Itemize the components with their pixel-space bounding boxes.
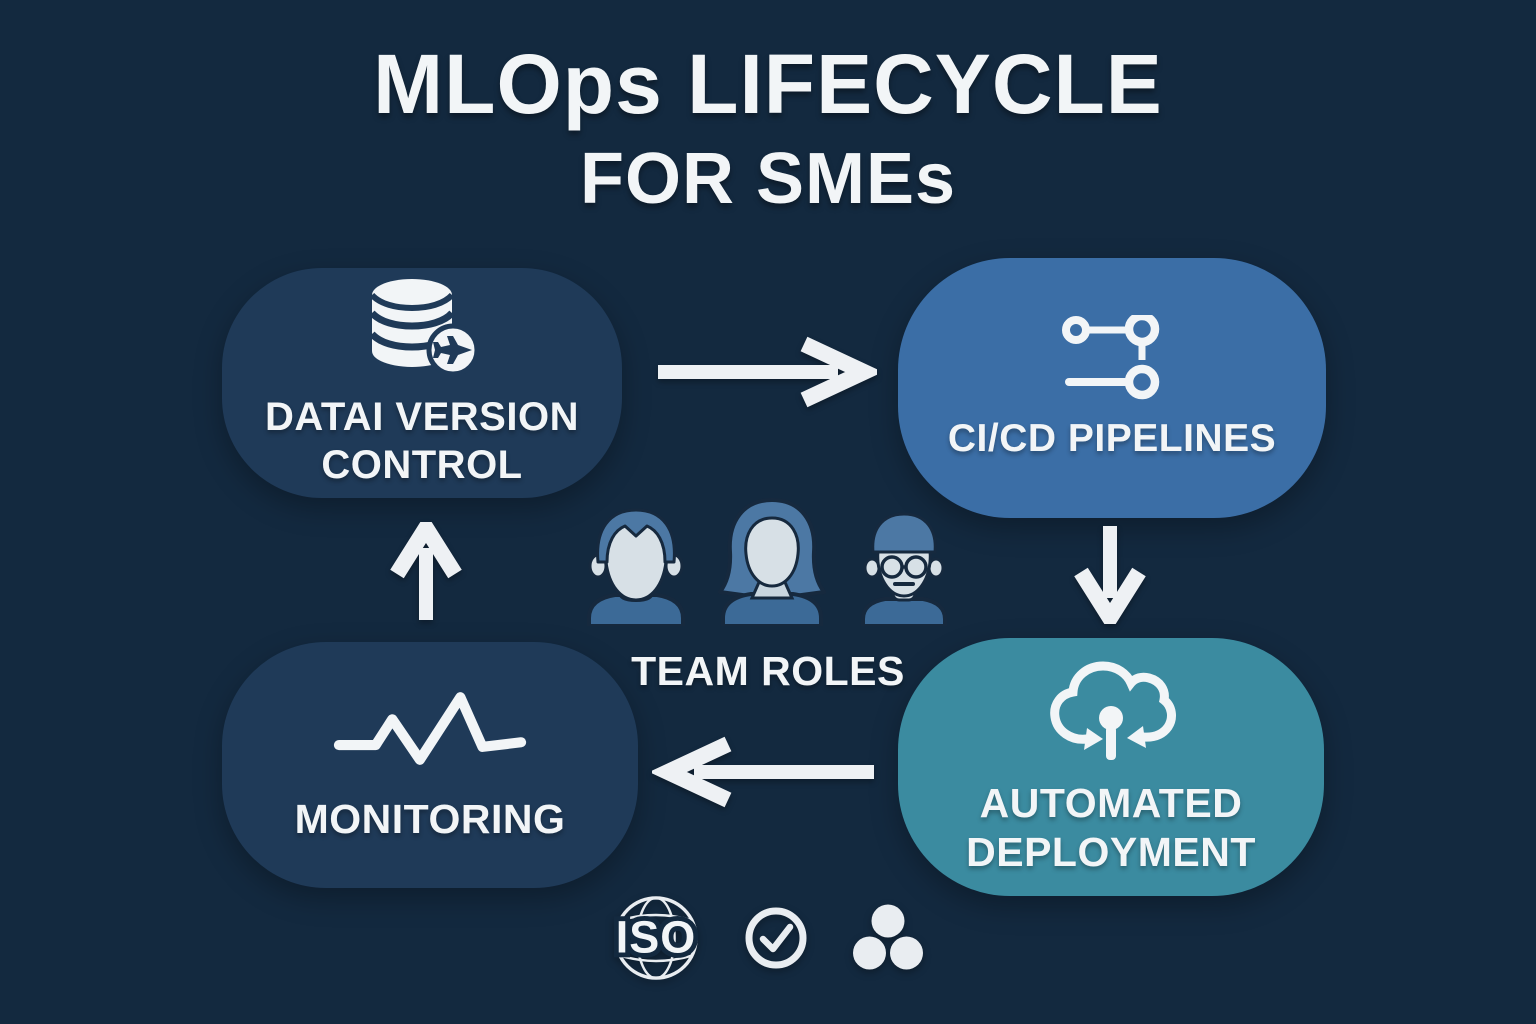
- node-data-version-control: DATAI VERSION CONTROL: [222, 268, 622, 498]
- node-label-data-version-control: DATAI VERSION CONTROL: [265, 395, 579, 487]
- node-automated-deployment: AUTOMATED DEPLOYMENT: [898, 638, 1324, 896]
- svg-text:ISO: ISO: [616, 912, 696, 963]
- pipeline-branch-icon: [1062, 315, 1160, 400]
- cluster-circles-icon: [853, 904, 923, 970]
- page-title: MLOps LIFECYCLE: [373, 37, 1163, 131]
- person-short-hair-icon: [587, 508, 685, 626]
- node-cicd-pipelines: CI/CD PIPELINES: [898, 258, 1326, 518]
- person-long-hair-icon: [718, 498, 826, 626]
- node-label-automated-deployment: AUTOMATED DEPLOYMENT: [966, 779, 1256, 875]
- team-roles-group: TEAM ROLES: [568, 494, 968, 695]
- title-block: MLOps LIFECYCLE FOR SMEs: [0, 40, 1536, 220]
- page-subtitle: FOR SMEs: [579, 139, 957, 220]
- node-label-cicd-pipelines: CI/CD PIPELINES: [947, 417, 1277, 460]
- pulse-icon: [333, 691, 527, 765]
- iso-globe-icon: ISO: [611, 896, 700, 980]
- node-label-monitoring: MONITORING: [294, 795, 566, 842]
- arrow-up-icon: [390, 522, 462, 620]
- check-circle-icon: [745, 907, 807, 969]
- footer-badges: ISO: [0, 894, 1536, 982]
- arrow-right-icon: [658, 336, 877, 408]
- cloud-deploy-icon: [1050, 661, 1176, 760]
- team-avatars: [583, 494, 953, 626]
- database-sync-icon: [369, 279, 478, 377]
- person-glasses-beanie-icon: [861, 512, 947, 626]
- arrow-left-icon: [652, 736, 874, 808]
- arrow-down-icon: [1074, 526, 1146, 624]
- team-roles-label: TEAM ROLES: [631, 648, 905, 694]
- node-monitoring: MONITORING: [222, 642, 638, 888]
